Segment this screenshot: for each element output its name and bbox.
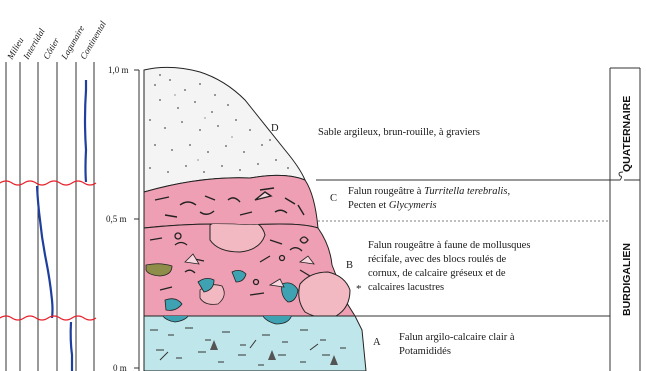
env-label-cotier: Côtier	[41, 36, 61, 61]
layer-a-description-line1: Falun argilo-calcaire clair à	[399, 332, 515, 343]
layer-c-description-line2: Pecten et Glycymeris	[348, 200, 437, 211]
layer-b-letter: B	[346, 260, 353, 271]
layer-a-letter: A	[373, 337, 381, 348]
layer-b-description-line2: récifale, avec des blocs roulés de	[368, 254, 507, 265]
curve-quaternary	[85, 80, 86, 182]
stage-label-burdigalien: BURDIGALIEN	[621, 243, 633, 316]
scale-label-middle: 0,5 m	[106, 214, 127, 224]
layer-c-label: C Falun rougeâtre à Turritella terebrali…	[330, 186, 510, 211]
environment-curves	[37, 80, 86, 371]
layer-d-description: Sable argileux, brun-rouille, à graviers	[318, 127, 480, 138]
curve-burdigalian	[37, 186, 53, 318]
stage-break-symbol	[610, 172, 623, 180]
layer-c-letter: C	[330, 193, 337, 204]
layer-a	[144, 307, 366, 371]
layer-b	[144, 217, 355, 317]
layer-b-marker: *	[356, 283, 362, 295]
unconformity-upper	[0, 181, 96, 185]
layer-d-label: D Sable argileux, brun-rouille, à gravie…	[271, 123, 480, 138]
unconformities	[0, 181, 96, 320]
layer-b-description-line1: Falun rougeâtre à faune de mollusques	[368, 240, 530, 251]
layer-d-letter: D	[271, 123, 279, 134]
curve-basal	[71, 322, 72, 371]
stage-bar: QUATERNAIRE BURDIGALIEN	[610, 68, 640, 371]
layer-b-description-line3: cornux, de calcaire gréseux et de	[368, 268, 506, 279]
stage-label-quaternaire: QUATERNAIRE	[621, 96, 633, 172]
env-label-continental: Continental	[78, 19, 108, 61]
layer-b-label: B * Falun rougeâtre à faune de mollusque…	[346, 240, 530, 295]
corals-block	[299, 272, 350, 317]
unconformity-lower	[0, 316, 96, 320]
layer-a-description-line2: Potamididés	[399, 346, 451, 357]
scale-label-bottom: 0 m	[113, 363, 127, 371]
depth-scale: 1,0 m 0,5 m 0 m	[106, 65, 139, 371]
environment-labels: Milieu Intertidal Côtier Lagunaire Conti…	[5, 19, 109, 62]
layer-c-description-line1: Falun rougeâtre à Turritella terebralis,	[348, 186, 510, 197]
scale-label-top: 1,0 m	[108, 65, 129, 75]
environment-panel	[6, 62, 94, 371]
layer-b-description-line4: calcaires lacustres	[368, 282, 444, 293]
layer-a-label: A Falun argilo-calcaire clair à Potamidi…	[373, 332, 515, 357]
layer-d	[144, 67, 305, 192]
